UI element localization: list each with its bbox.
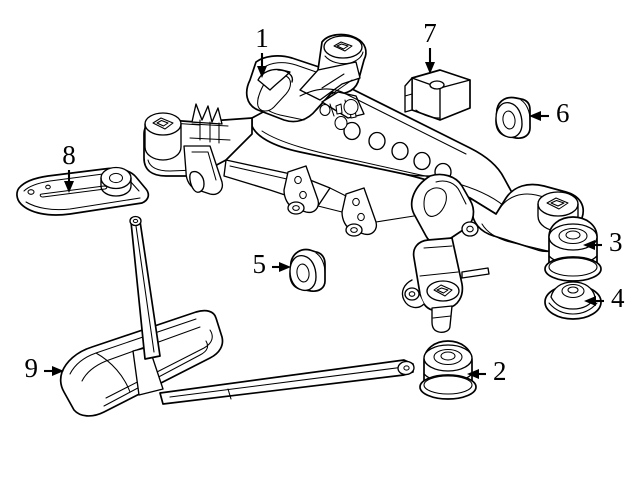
callout-7[interactable]: 7 (423, 18, 437, 74)
part-6-bushing-sleeve[interactable] (495, 96, 531, 139)
part-4-mount-insulator-lower[interactable] (544, 281, 602, 320)
callout-1[interactable]: 1 (255, 23, 269, 78)
callout-3-label: 3 (609, 227, 623, 257)
callout-8-label: 8 (62, 140, 76, 170)
callout-5[interactable]: 5 (253, 249, 292, 279)
callout-7-arrowhead (425, 62, 435, 74)
callout-2-label: 2 (493, 356, 507, 386)
callout-4-label: 4 (611, 283, 625, 313)
part-5-bushing-sleeve[interactable] (289, 248, 326, 292)
callout-6[interactable]: 6 (529, 98, 570, 128)
callout-7-label: 7 (423, 18, 437, 48)
callout-4-arrowhead (584, 296, 596, 306)
callout-9-label: 9 (25, 353, 39, 383)
callout-3-arrowhead (583, 240, 595, 250)
callout-8-arrowhead (64, 181, 74, 193)
part-3-mount-insulator[interactable] (544, 216, 602, 282)
callout-9-arrowhead (52, 366, 64, 376)
callout-8[interactable]: 8 (62, 140, 76, 193)
part-1-rear-crossmember[interactable] (143, 33, 585, 333)
callout-2[interactable]: 2 (467, 356, 507, 386)
part-9-suspension-brace[interactable] (59, 215, 415, 417)
part-8-lateral-control-arm[interactable] (16, 166, 150, 216)
callout-9[interactable]: 9 (25, 353, 65, 383)
callout-5-arrowhead (279, 262, 291, 272)
callout-6-arrowhead (529, 111, 541, 121)
callout-1-arrowhead (257, 66, 267, 78)
callout-1-label: 1 (255, 23, 269, 53)
callout-2-arrowhead (467, 369, 479, 379)
callout-5-label: 5 (253, 249, 267, 279)
callout-6-label: 6 (556, 98, 570, 128)
callout-4[interactable]: 4 (584, 283, 625, 313)
part-2-mount-insulator[interactable] (419, 340, 477, 400)
callout-3[interactable]: 3 (583, 227, 623, 257)
part-7-stopper-block[interactable] (404, 69, 471, 121)
